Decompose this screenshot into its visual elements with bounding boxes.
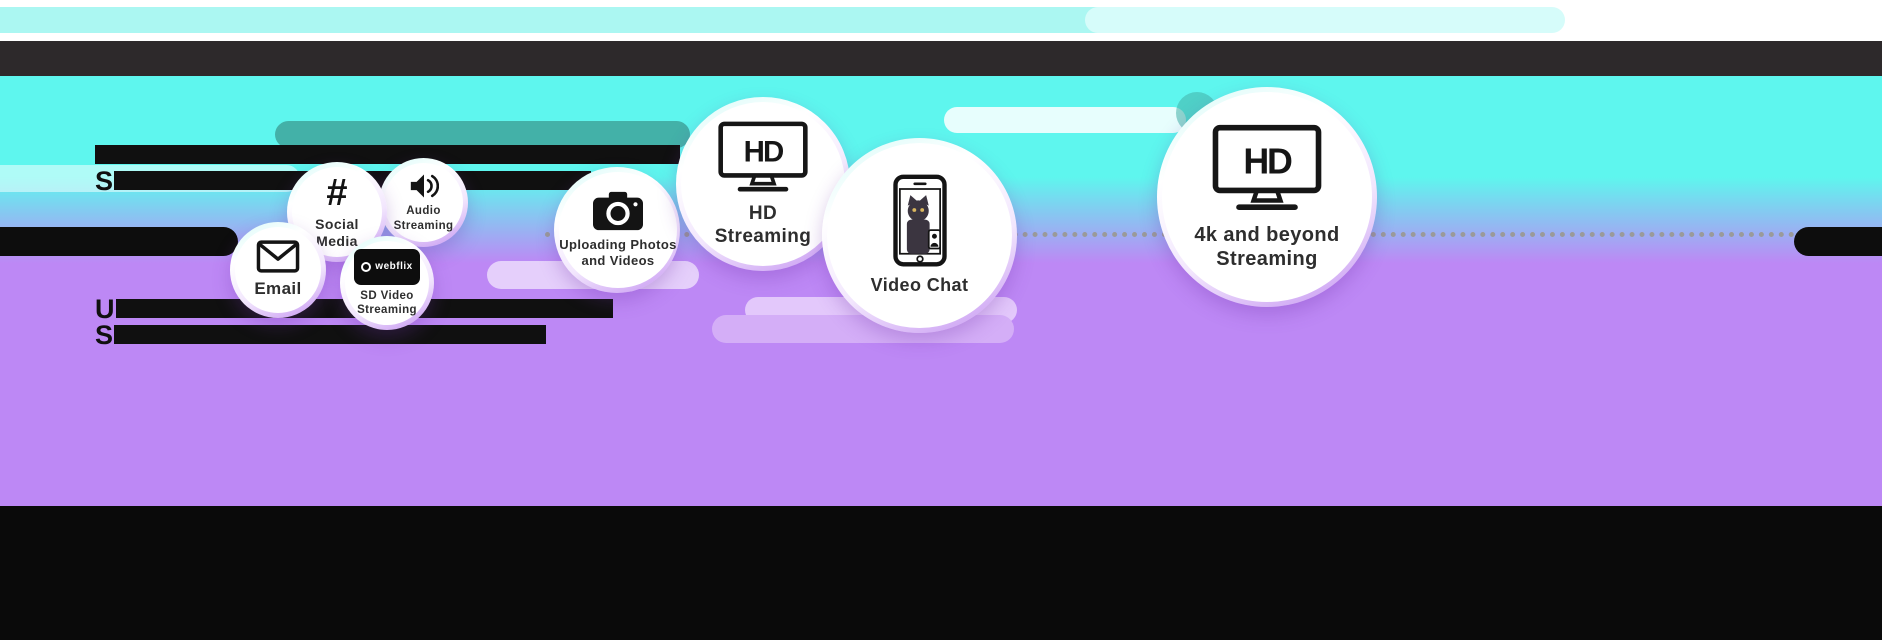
bubble-hd-streaming-inner: HD HD Streaming <box>681 102 845 266</box>
decor-pill-white <box>944 107 1186 133</box>
bubble-4k-streaming-inner: HD 4k and beyond Streaming <box>1162 92 1372 302</box>
bubble-label: SD Video Streaming <box>357 289 417 316</box>
svg-text:HD: HD <box>1243 141 1292 181</box>
bubble-label: Audio Streaming <box>393 205 454 232</box>
bubble-label: Uploading Photos and Videos <box>559 237 677 268</box>
phone-video-chat-icon <box>892 174 947 267</box>
black-pill-left <box>0 227 238 256</box>
camera-icon <box>593 191 643 231</box>
bubble-uploading-photos-inner: Uploading Photos and Videos <box>559 172 677 288</box>
redacted-heading-line <box>95 143 680 166</box>
bubble-label: 4k and beyond Streaming <box>1194 223 1340 270</box>
decor-pill-light-cyan <box>1085 7 1565 33</box>
bubble-4k-streaming: HD 4k and beyond Streaming <box>1157 87 1377 307</box>
bubble-label: Email <box>254 279 302 299</box>
top-white-strip <box>0 0 1882 41</box>
redacted-heading-letter: U <box>95 293 115 324</box>
tv-hd-icon: HD <box>1212 124 1322 210</box>
webflix-ring-icon <box>361 261 372 272</box>
bubble-uploading-photos: Uploading Photos and Videos <box>554 167 680 293</box>
bottom-black-band <box>0 506 1882 640</box>
envelope-icon <box>256 240 300 273</box>
svg-text:HD: HD <box>744 135 784 168</box>
bubble-social-media-inner: # Social Media <box>292 167 382 257</box>
tv-hd-icon: HD <box>718 121 808 192</box>
bubble-label: Video Chat <box>870 275 969 296</box>
redacted-heading-letter: S <box>95 165 114 196</box>
bubble-audio-streaming: Audio Streaming <box>379 158 468 247</box>
webflix-logo-text: webflix <box>375 261 413 273</box>
bubble-email: Email <box>230 222 326 318</box>
bubble-label: Social Media <box>315 215 359 249</box>
speaker-icon <box>410 174 439 199</box>
bubble-sd-video-streaming: webflix SD Video Streaming <box>340 236 434 330</box>
redacted-heading-line: S <box>95 319 547 350</box>
bubble-audio-streaming-inner: Audio Streaming <box>384 163 463 242</box>
redacted-heading-letter: S <box>95 319 114 350</box>
hash-icon: # <box>326 171 348 214</box>
webflix-logo-icon: webflix <box>354 248 420 285</box>
decor-pill-cyan <box>0 7 1130 33</box>
decor-pill-teal <box>275 121 690 148</box>
bubble-label: HD Streaming <box>714 202 812 247</box>
bubble-hd-streaming: HD HD Streaming <box>676 97 850 271</box>
redacted-text-bar <box>114 325 547 344</box>
redacted-text-bar <box>95 145 680 164</box>
bubble-email-inner: Email <box>235 227 321 313</box>
bubble-video-chat-inner: Video Chat <box>827 143 1012 328</box>
top-dark-bar <box>0 41 1882 76</box>
black-pill-right <box>1794 227 1882 256</box>
bubble-sd-video-streaming-inner: webflix SD Video Streaming <box>345 241 429 325</box>
bubble-video-chat: Video Chat <box>822 138 1017 333</box>
